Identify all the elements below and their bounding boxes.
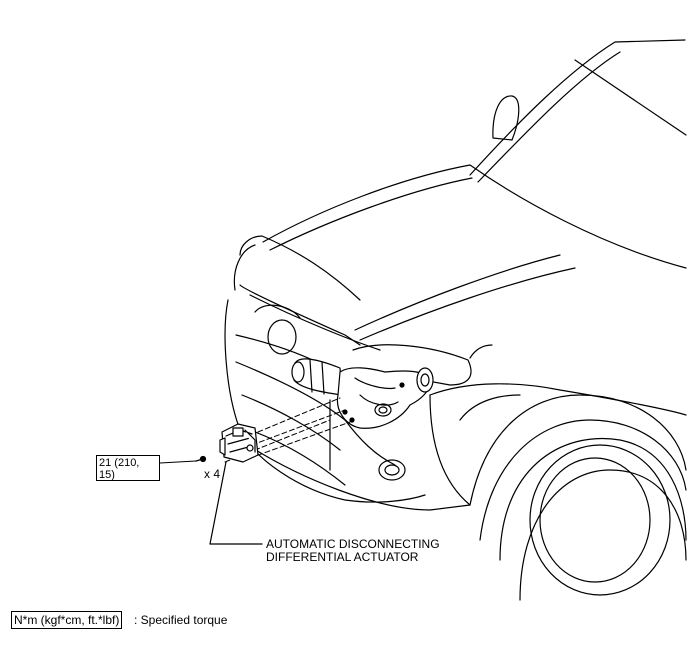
torque-value-box: 21 (210, 15): [96, 455, 160, 481]
front-bumper: [224, 299, 426, 503]
legend-symbol-box: N*m (kgf*cm, ft.*lbf): [11, 611, 123, 629]
torque-value: 21 (210, 15): [99, 457, 140, 481]
legend-text: : Specified torque: [134, 613, 228, 627]
front-fender: [429, 383, 687, 416]
emblem: [267, 319, 297, 355]
quantity-label: x 4: [204, 467, 221, 481]
differential: [336, 367, 431, 429]
tire: [499, 438, 687, 561]
part-label-line2: DIFFERENTIAL ACTUATOR: [266, 550, 419, 564]
part-leader-line: [209, 461, 263, 545]
part-label-line1: AUTOMATIC DISCONNECTING: [266, 537, 440, 551]
assembly-lines: [224, 397, 351, 463]
actuator: [219, 423, 259, 463]
wheel-arch: [469, 394, 687, 506]
legend-symbol: N*m (kgf*cm, ft.*lbf): [14, 613, 120, 627]
bolt-icon: [195, 455, 207, 463]
windshield-pillar: [469, 39, 686, 176]
hood-edge: [262, 164, 687, 269]
side-mirror: [492, 95, 520, 141]
fog-light: [378, 459, 406, 481]
